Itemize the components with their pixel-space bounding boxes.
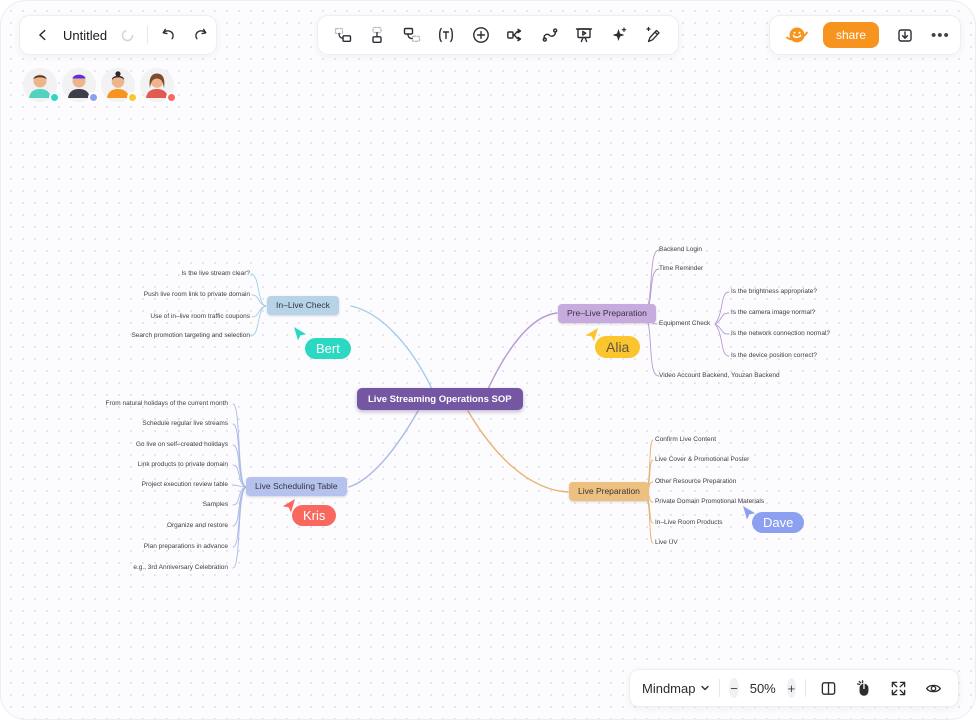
leaf-node[interactable]: Live UV <box>655 539 678 546</box>
live-cursor-alia: Alia <box>584 327 641 358</box>
leaf-node[interactable]: Is the camera image normal? <box>731 309 816 316</box>
leaf-node[interactable]: Plan preparations in advance <box>143 543 228 550</box>
app-logo-icon <box>784 22 810 48</box>
presence-dot-kris <box>166 92 177 103</box>
add-node-icon[interactable] <box>468 22 494 48</box>
leaf-node[interactable]: From natural holidays of the current mon… <box>105 400 228 407</box>
live-cursor-kris: Kris <box>281 498 337 526</box>
leaf-node[interactable]: Confirm Live Content <box>655 436 717 443</box>
mouse-mode-icon[interactable] <box>850 675 876 701</box>
avatar-user-3[interactable] <box>99 66 138 104</box>
divider <box>719 679 721 697</box>
live-cursor-dave: Dave <box>741 505 805 533</box>
leaf-node[interactable]: Is the network connection normal? <box>731 330 830 337</box>
preview-eye-icon[interactable] <box>920 675 946 701</box>
leaf-node[interactable]: Go live on self–created holidays <box>135 441 228 448</box>
presence-dot-alia <box>127 92 138 103</box>
split-view-icon[interactable] <box>815 675 841 701</box>
leaf-node[interactable]: Organize and restore <box>166 522 228 529</box>
document-bar: Untitled <box>19 15 217 55</box>
divider <box>147 26 149 44</box>
leaf-node-equipment-check[interactable]: Equipment Check <box>659 320 711 327</box>
chevron-down-icon <box>701 685 710 691</box>
divider <box>805 679 806 697</box>
cursor-pointer-icon <box>585 328 598 342</box>
mode-dropdown[interactable]: Mindmap <box>642 681 710 696</box>
zoom-out-button[interactable]: − <box>729 678 739 698</box>
avatar-user-2[interactable] <box>60 66 99 104</box>
present-icon[interactable] <box>571 22 597 48</box>
connector-line-icon[interactable] <box>537 22 563 48</box>
live-cursor-bert: Bert <box>292 326 351 359</box>
leaf-node[interactable]: Is the device position correct? <box>731 352 817 359</box>
presence-dot-dave <box>88 92 99 103</box>
layout-structure-icon[interactable] <box>502 22 528 48</box>
leaf-node[interactable]: Is the brightness appropriate? <box>731 288 817 295</box>
zoom-in-button[interactable]: + <box>786 678 796 698</box>
cursor-label: Kris <box>292 505 337 526</box>
fit-screen-icon[interactable] <box>885 675 911 701</box>
leaf-node[interactable]: Video Account Backend, Youzan Backend <box>659 372 780 379</box>
leaf-node[interactable]: Link products to private domain <box>137 461 228 468</box>
leaf-node[interactable]: Time Reminder <box>659 265 704 272</box>
undo-button[interactable] <box>155 22 181 48</box>
leaf-node[interactable]: Backend Login <box>659 246 703 253</box>
cursor-pointer-icon <box>743 506 756 520</box>
cursor-label: Dave <box>752 512 805 533</box>
sync-status-icon <box>114 22 140 48</box>
mindmap-root-node[interactable]: Live Streaming Operations SOP <box>357 388 523 410</box>
leaf-node[interactable]: e.g., 3rd Anniversary Celebration <box>133 564 228 571</box>
leaf-node[interactable]: Schedule regular live streams <box>142 420 228 427</box>
cursor-label: Bert <box>305 338 351 359</box>
cursor-label: Alia <box>595 336 641 358</box>
leaf-node[interactable]: Private Domain Promotional Materials <box>655 498 765 505</box>
leaf-node[interactable]: Push live room link to private domain <box>143 291 250 298</box>
avatar-user-4[interactable] <box>138 66 177 104</box>
branch-node-in-live-check[interactable]: In–Live Check <box>267 296 339 315</box>
leaf-node[interactable]: Search promotion targeting and selection <box>131 332 250 339</box>
mode-label: Mindmap <box>642 680 696 696</box>
branch-node-pre-live-preparation[interactable]: Pre–Live Preparation <box>558 304 656 323</box>
ai-generate-icon[interactable] <box>606 22 632 48</box>
leaf-node[interactable]: Live Cover & Promotional Poster <box>655 456 750 463</box>
tools-toolbar <box>317 15 679 55</box>
leaf-node[interactable]: Other Resource Preparation <box>655 478 737 485</box>
branch-node-live-preparation[interactable]: Live Preparation <box>569 482 649 501</box>
cursor-pointer-icon <box>282 499 295 513</box>
back-button[interactable] <box>30 22 56 48</box>
cursor-pointer-icon <box>294 327 307 341</box>
branch-node-live-scheduling-table[interactable]: Live Scheduling Table <box>246 477 347 496</box>
insert-child-node-icon[interactable] <box>364 22 390 48</box>
text-tool-icon[interactable] <box>433 22 459 48</box>
view-controls-bar: Mindmap − 50% + <box>629 669 959 707</box>
presence-dot-bert <box>49 92 60 103</box>
document-title[interactable]: Untitled <box>63 27 108 43</box>
leaf-node[interactable]: In–Live Room Products <box>655 519 723 526</box>
redo-button[interactable] <box>188 22 214 48</box>
export-icon[interactable] <box>892 22 918 48</box>
leaf-node[interactable]: Samples <box>202 501 228 508</box>
leaf-node[interactable]: Use of in–live room traffic coupons <box>150 313 250 320</box>
leaf-node[interactable]: Is the live stream clear? <box>181 270 250 277</box>
avatar-user-1[interactable] <box>21 66 60 104</box>
share-button[interactable]: share <box>823 22 880 48</box>
presence-avatars <box>21 66 177 104</box>
zoom-level[interactable]: 50% <box>749 680 776 696</box>
insert-topic-icon[interactable] <box>330 22 356 48</box>
smart-draw-icon[interactable] <box>640 22 666 48</box>
leaf-node[interactable]: Project execution review table <box>141 481 228 488</box>
share-bar: share ••• <box>769 15 961 55</box>
more-menu-icon[interactable]: ••• <box>931 26 950 44</box>
insert-subtopic-icon[interactable] <box>399 22 425 48</box>
